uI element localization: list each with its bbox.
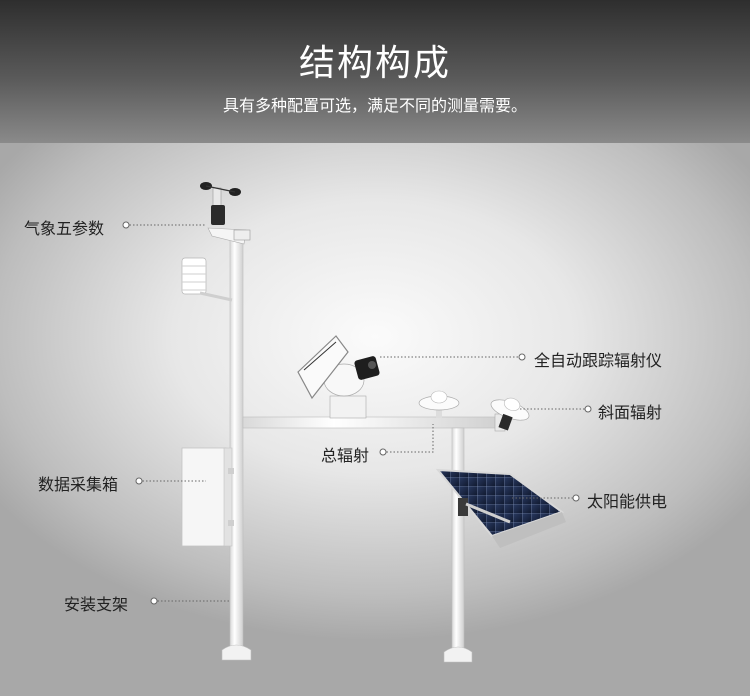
solar-panel (435, 468, 566, 548)
label-solar-power: 太阳能供电 (587, 492, 668, 511)
data-logger-box (181, 447, 234, 547)
radiation-shield-sensor (181, 257, 233, 302)
slope-radiation-sensor (490, 397, 530, 431)
page-title: 结构构成 (298, 43, 451, 84)
page-subtitle: 具有多种配置可选，满足不同的测量需要。 (222, 96, 527, 115)
main-pole (221, 239, 252, 661)
sun-tracker-device (297, 335, 380, 419)
label-mount-bracket: 安装支架 (64, 595, 129, 614)
label-slope-radiation: 斜面辐射 (598, 403, 663, 422)
leader-total-radiation (383, 424, 434, 453)
leader-lines (126, 224, 588, 602)
label-five-params: 气象五参数 (24, 219, 105, 238)
label-data-box: 数据采集箱 (38, 475, 119, 494)
leader-dots (122, 221, 592, 605)
label-total-radiation: 总辐射 (321, 446, 370, 465)
total-radiation-sensor (418, 390, 460, 418)
header-banner: 结构构成 具有多种配置可选，满足不同的测量需要。 (0, 0, 750, 143)
secondary-pole (443, 427, 473, 663)
crossarm (242, 413, 506, 432)
label-auto-tracker: 全自动跟踪辐射仪 (534, 351, 663, 370)
anemometer-sensor (200, 182, 251, 245)
